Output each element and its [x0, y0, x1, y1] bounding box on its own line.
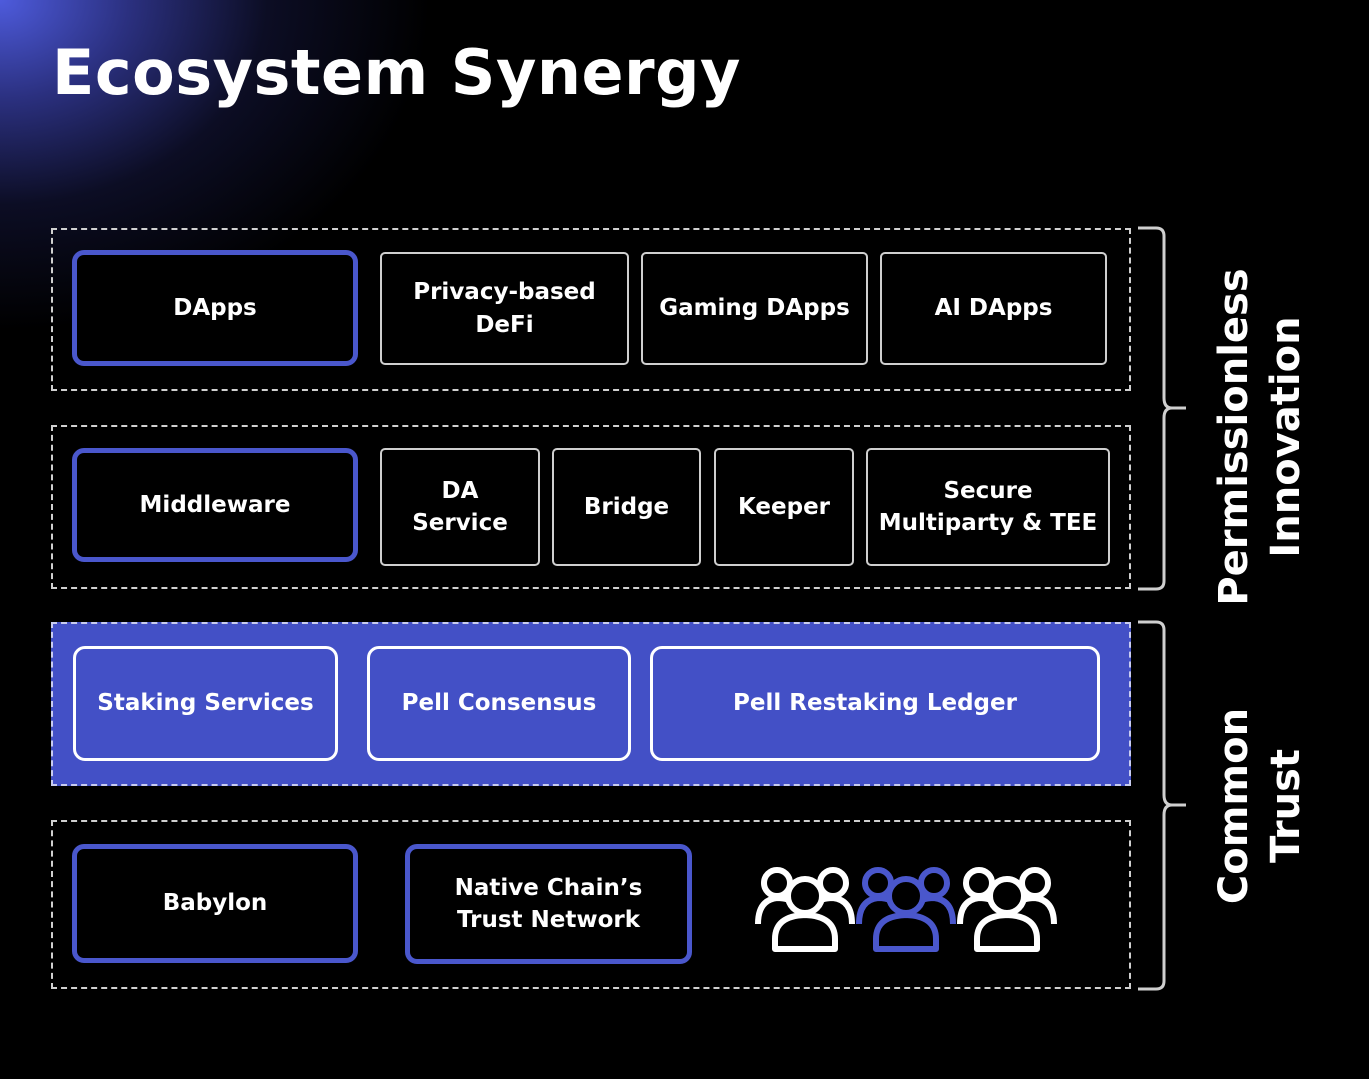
box-privacy-defi: Privacy-based DeFi: [380, 252, 629, 365]
box-keeper: Keeper: [714, 448, 854, 566]
box-ai-dapps: AI DApps: [880, 252, 1107, 365]
box-secure-multiparty: Secure Multiparty & TEE: [866, 448, 1110, 566]
layer-applications: [51, 228, 1131, 391]
layer-trust-sources: [51, 820, 1131, 989]
brace-common-trust: [1138, 620, 1186, 991]
box-pell-restaking-ledger: Pell Restaking Ledger: [650, 646, 1100, 761]
box-pell-consensus: Pell Consensus: [367, 646, 631, 761]
label-permissionless-innovation: Permissionless Innovation: [1211, 268, 1309, 606]
box-babylon: Babylon: [72, 844, 358, 963]
box-staking-services: Staking Services: [73, 646, 338, 761]
box-dapps: DApps: [72, 250, 358, 366]
box-middleware: Middleware: [72, 448, 358, 562]
box-da-service: DA Service: [380, 448, 540, 566]
label-common-trust: Common Trust: [1211, 707, 1309, 905]
box-gaming-dapps: Gaming DApps: [641, 252, 868, 365]
brace-permissionless: [1138, 226, 1186, 591]
box-native-chain-trust: Native Chain’s Trust Network: [405, 844, 692, 964]
box-bridge: Bridge: [552, 448, 701, 566]
layer-middleware: [51, 425, 1131, 589]
page-title: Ecosystem Synergy: [52, 36, 741, 109]
people-group-icon: [750, 858, 1065, 953]
